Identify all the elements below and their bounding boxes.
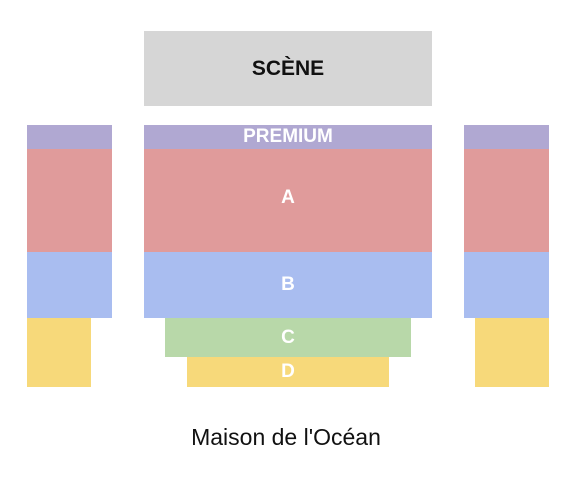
zone-b-right[interactable] [464,252,549,318]
zone-a-left[interactable] [27,149,112,252]
venue-name: Maison de l'Océan [191,424,381,450]
zone-a-label: A [281,187,295,208]
zone-premium-label: PREMIUM [243,126,333,147]
stage-label: SCÈNE [251,57,325,80]
zone-premium-right[interactable] [464,125,549,149]
zone-c-center[interactable]: C [165,318,411,357]
zone-a-right[interactable] [464,149,549,252]
zone-d-label: D [281,361,295,382]
zone-b-left[interactable] [27,252,112,318]
zone-a-center[interactable]: A [144,149,432,252]
zone-b-label: B [281,274,295,295]
zone-premium-center[interactable]: PREMIUM [144,125,432,149]
zone-d-center[interactable]: D [187,357,389,387]
zone-b-center[interactable]: B [144,252,432,318]
zone-d-left[interactable] [27,318,91,387]
stage: SCÈNE [144,31,432,106]
zone-c-label: C [281,327,295,348]
zone-premium-left[interactable] [27,125,112,149]
zone-d-right[interactable] [475,318,549,387]
